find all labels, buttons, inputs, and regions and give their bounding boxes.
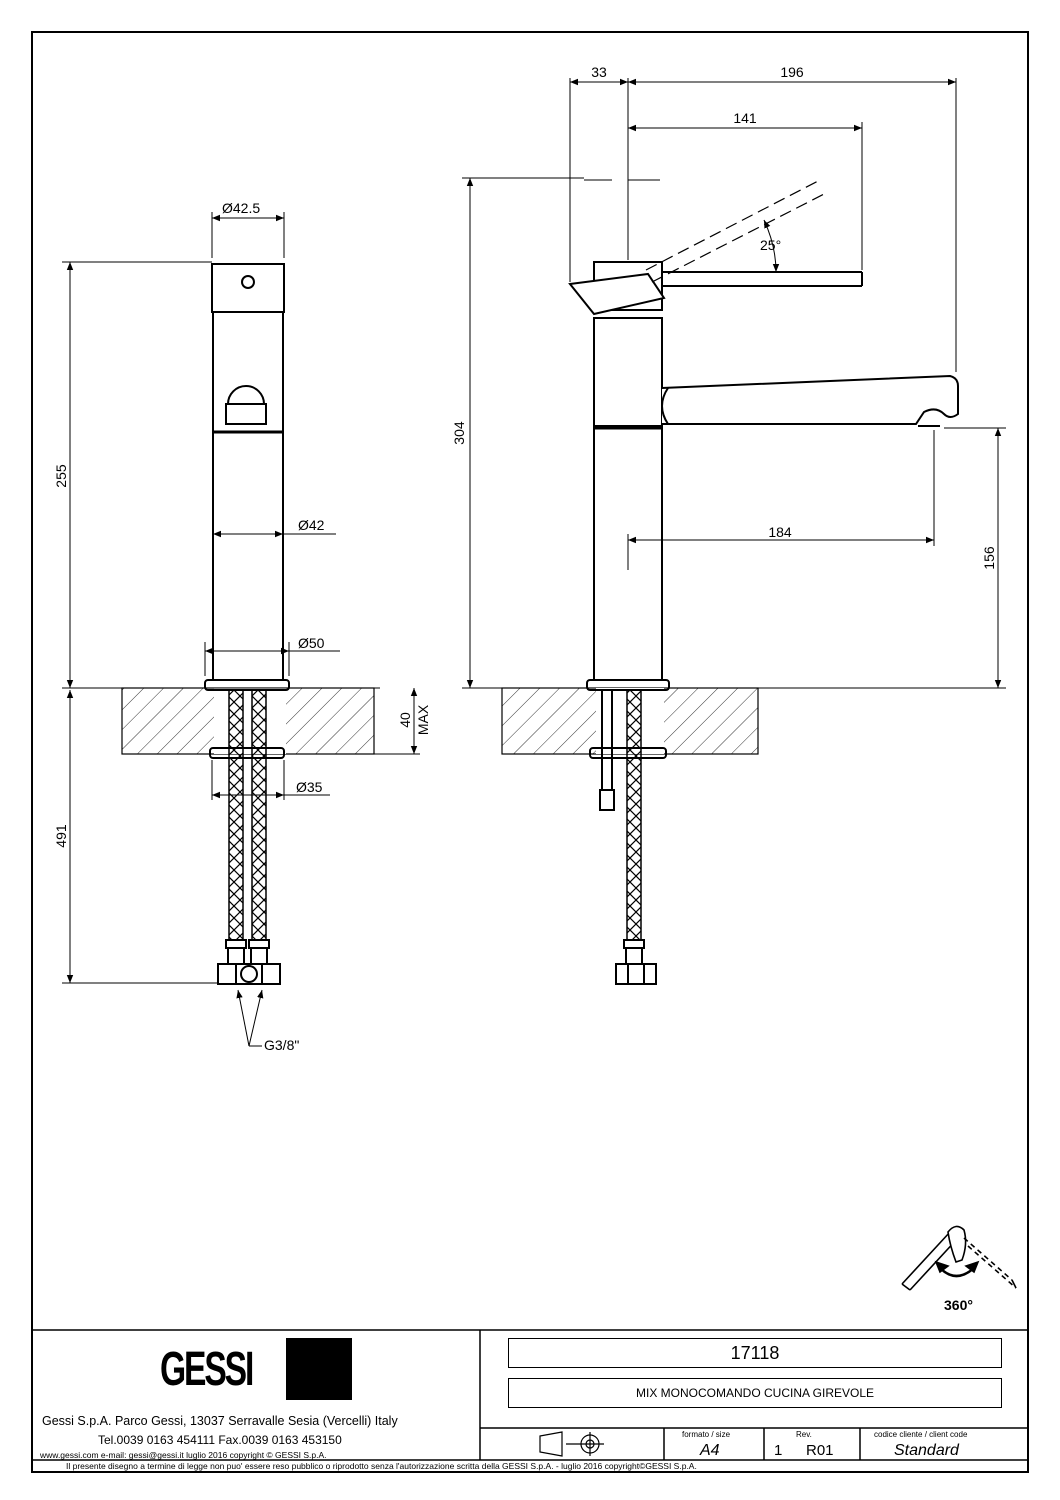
dim-width-33: 33: [591, 64, 607, 80]
front-dimensions: [62, 212, 420, 1047]
sheet-frame: [31, 31, 1029, 1473]
company-web: www.gessi.com e-mail: gessi@gessi.it lug…: [40, 1450, 327, 1460]
dim-height-255: 255: [53, 464, 69, 488]
company-address: Gessi S.p.A. Parco Gessi, 13037 Serraval…: [42, 1414, 398, 1428]
dim-height-156: 156: [981, 546, 997, 570]
product-code: 17118: [730, 1342, 780, 1363]
company-contacts: Tel.0039 0163 454111 Fax.0039 0163 45315…: [98, 1433, 342, 1447]
dim-depth-40: 40: [397, 712, 413, 728]
dim-height-304: 304: [451, 421, 467, 445]
product-description-box: MIX MONOCOMANDO CUCINA GIREVOLE: [508, 1378, 1002, 1408]
dim-diameter-42: Ø42: [298, 517, 325, 533]
revision-value: R01: [806, 1442, 834, 1459]
client-code-value: Standard: [894, 1442, 959, 1459]
hose-right: [251, 689, 267, 941]
side-view: [501, 179, 959, 985]
hose-side: [626, 689, 642, 941]
hose-left: [228, 689, 244, 941]
sheet-number: 1: [774, 1442, 783, 1459]
footer-legal-notice: Il presente disegno a termine di legge n…: [66, 1461, 697, 1471]
gessi-logo: GESSI: [160, 1336, 352, 1402]
projection-symbol-icon: [539, 1431, 604, 1457]
product-code-box: 17118: [508, 1338, 1002, 1368]
client-code-label: codice cliente / client code: [874, 1430, 968, 1439]
dim-width-196: 196: [780, 64, 804, 80]
format-value: A4: [700, 1442, 720, 1459]
dim-height-491: 491: [53, 824, 69, 848]
product-description: MIX MONOCOMANDO CUCINA GIREVOLE: [635, 1386, 875, 1400]
side-dimensions: [462, 78, 1006, 689]
dim-diameter-42-5: Ø42.5: [222, 200, 260, 216]
rotation-360-icon: [901, 1225, 1017, 1291]
dim-angle-25: 25°: [760, 237, 781, 253]
rotation-label: 360°: [944, 1297, 973, 1313]
dim-max-label: MAX: [415, 704, 431, 735]
dim-width-141: 141: [733, 110, 757, 126]
dim-diameter-50: Ø50: [298, 635, 325, 651]
dim-width-184: 184: [768, 524, 792, 540]
rev-label: Rev.: [796, 1430, 812, 1439]
format-label: formato / size: [682, 1430, 731, 1439]
dim-diameter-35: Ø35: [296, 779, 323, 795]
dim-thread: G3/8": [264, 1037, 299, 1053]
logo-text: GESSI: [160, 1342, 254, 1396]
logo-block: [286, 1338, 352, 1400]
front-view: [121, 263, 375, 985]
title-block-frame: [32, 1329, 1028, 1461]
